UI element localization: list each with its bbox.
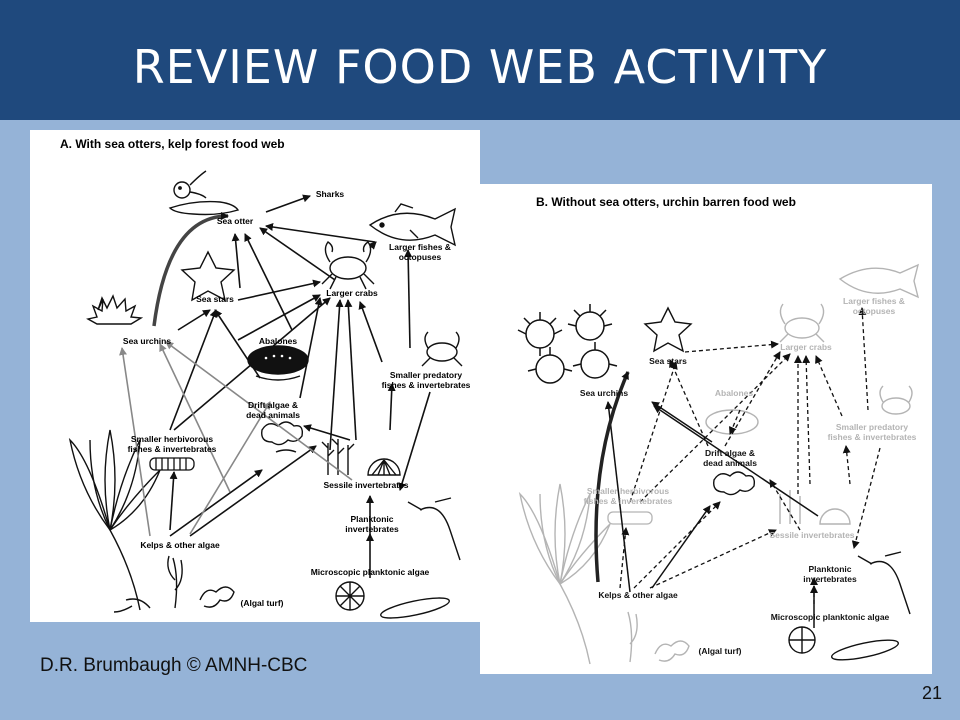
label-sea-stars: Sea stars xyxy=(196,294,234,304)
label-algal-turf: (Algal turf) xyxy=(241,598,284,608)
label-kelps: Kelps & other algae xyxy=(140,540,220,550)
label-b-algal-turf: (Algal turf) xyxy=(699,646,742,656)
label-smaller-herbivorous-line2: fishes & invertebrates xyxy=(128,444,217,454)
crab-icon xyxy=(321,241,375,290)
label-larger-fishes-line1: Larger fishes & xyxy=(389,242,451,252)
panel-a-kelp-forest: A. With sea otters, kelp forest food web xyxy=(30,130,480,622)
label-b-microscopic-algae: Microscopic planktonic algae xyxy=(771,612,890,622)
food-web-a-diagram: A. With sea otters, kelp forest food web xyxy=(60,137,471,619)
label-b-smaller-predatory-line2: fishes & invertebrates xyxy=(828,432,917,442)
kelp-icon xyxy=(68,429,161,613)
faded-isopod-icon xyxy=(607,511,653,525)
kelp-urchin-arrow xyxy=(594,371,630,583)
planktonic-invertebrate-icon xyxy=(407,497,461,561)
label-b-larger-crabs: Larger crabs xyxy=(780,342,832,352)
label-b-planktonic-line2: invertebrates xyxy=(803,574,857,584)
planktonic-invertebrate-b-icon xyxy=(857,551,911,615)
label-b-smaller-herbivorous-line2: fishes & invertebrates xyxy=(584,496,673,506)
label-planktonic-line2: invertebrates xyxy=(345,524,399,534)
label-b-larger-fishes-line1: Larger fishes & xyxy=(843,296,905,306)
faded-fish-icon xyxy=(838,263,920,299)
label-sessile-invertebrates: Sessile invertebrates xyxy=(323,480,408,490)
sea-star-b-icon xyxy=(643,306,693,353)
label-b-abalones: Abalones xyxy=(715,388,754,398)
label-b-sessile-invertebrates: Sessile invertebrates xyxy=(769,530,854,540)
dashed-arrows-b xyxy=(619,307,881,604)
faded-sessile-icon xyxy=(779,490,851,525)
algal-turf-icon xyxy=(167,555,235,609)
label-b-kelps: Kelps & other algae xyxy=(598,590,678,600)
sessile-invertebrates-icon xyxy=(321,438,401,476)
label-smaller-predatory-line1: Smaller predatory xyxy=(390,370,463,380)
isopod-icon xyxy=(149,457,195,471)
diatom-b-icon xyxy=(788,626,899,661)
label-sea-otter: Sea otter xyxy=(217,216,254,226)
label-b-smaller-herbivorous-line1: Smaller herbivorous xyxy=(587,486,669,496)
label-b-drift-algae-line1: Drift algae & xyxy=(705,448,755,458)
label-microscopic-algae: Microscopic planktonic algae xyxy=(311,567,430,577)
food-web-b-diagram: B. Without sea otters, urchin barren foo… xyxy=(517,195,920,665)
credit-text: D.R. Brumbaugh © AMNH-CBC xyxy=(40,655,308,676)
diatom-icon xyxy=(335,581,450,619)
drift-algae-icon xyxy=(261,421,304,453)
gray-arrows-a xyxy=(119,341,353,537)
title-bar xyxy=(0,0,960,120)
drift-algae-b-icon xyxy=(713,471,756,496)
label-drift-algae-line1: Drift algae & xyxy=(248,400,298,410)
label-b-sea-stars: Sea stars xyxy=(649,356,687,366)
faded-algal-turf-icon xyxy=(627,611,690,663)
label-smaller-predatory-line2: fishes & invertebrates xyxy=(382,380,471,390)
urchin-otter-arrow xyxy=(152,212,229,327)
small-crab-icon xyxy=(421,331,463,367)
label-b-drift-algae-line2: dead animals xyxy=(703,458,757,468)
sea-star-icon xyxy=(180,250,236,302)
label-b-smaller-predatory-line1: Smaller predatory xyxy=(836,422,909,432)
faded-crab-icon xyxy=(779,303,825,343)
label-sharks: Sharks xyxy=(316,189,345,199)
faded-kelp-icon xyxy=(518,483,611,665)
sea-urchin-icon xyxy=(86,294,144,325)
panel-a-heading: A. With sea otters, kelp forest food web xyxy=(60,137,285,151)
label-b-planktonic-line1: Planktonic xyxy=(809,564,852,574)
fish-icon xyxy=(368,203,457,247)
faded-small-crab-icon xyxy=(879,385,913,415)
label-smaller-herbivorous-line1: Smaller herbivorous xyxy=(131,434,213,444)
solid-arrows-b xyxy=(604,401,819,628)
label-planktonic-line1: Planktonic xyxy=(351,514,394,524)
arrows-a xyxy=(169,194,431,578)
label-larger-fishes-line2: octopuses xyxy=(399,252,442,262)
sea-otter-icon xyxy=(168,170,240,216)
label-abalones: Abalones xyxy=(259,336,298,346)
sea-urchins-cluster-icon xyxy=(517,304,618,384)
page-number: 21 xyxy=(921,683,942,703)
label-b-sea-urchins: Sea urchins xyxy=(580,388,628,398)
panel-b-urchin-barren: B. Without sea otters, urchin barren foo… xyxy=(480,184,932,674)
panel-b-heading: B. Without sea otters, urchin barren foo… xyxy=(536,195,796,209)
slide-title: REVIEW FOOD WEB ACTIVITY xyxy=(132,40,828,94)
label-larger-crabs: Larger crabs xyxy=(326,288,378,298)
label-sea-urchins: Sea urchins xyxy=(123,336,171,346)
label-b-larger-fishes-line2: octopuses xyxy=(853,306,896,316)
label-drift-algae-line2: dead animals xyxy=(246,410,300,420)
